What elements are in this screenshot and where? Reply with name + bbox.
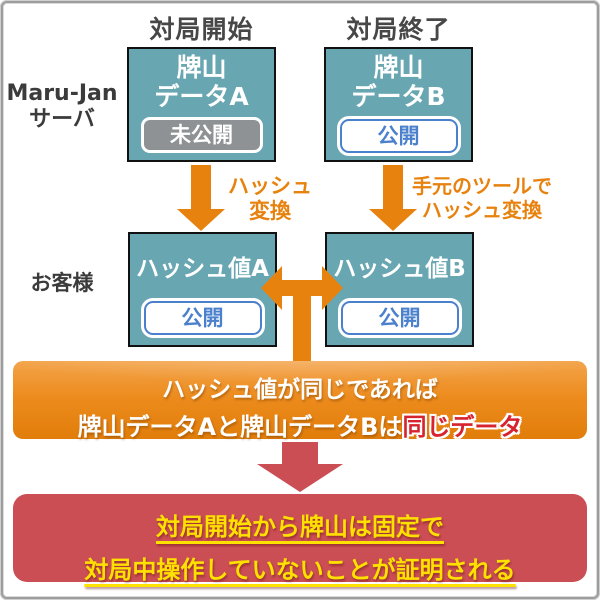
- red-down-arrow-icon: [257, 442, 343, 492]
- customer-row-label: お客様: [30, 271, 94, 295]
- hash-convert-label-right-line2: ハッシュ変換: [422, 198, 542, 222]
- published-badge-hash-b: 公開: [340, 301, 459, 335]
- hash-convert-label-left: ハッシュ 変換: [222, 174, 318, 224]
- server-label-line1: Maru-Jan: [6, 81, 118, 106]
- conclusion-line2-prefix: 牌山データAと牌山データBは: [77, 413, 403, 441]
- hash-convert-label-right-line1: 手元のツールで: [412, 174, 552, 198]
- data-box-a-title-line2: データA: [154, 81, 249, 111]
- proof-banner: 対局開始から牌山は固定で 対局中操作していないことが証明される: [13, 494, 587, 584]
- hash-convert-label-left-line2: 変換: [249, 199, 291, 224]
- data-box-b-title: 牌山 データB: [326, 53, 471, 111]
- proof-line1: 対局開始から牌山は固定で: [156, 513, 444, 541]
- conclusion-highlight: 同じデータ: [402, 413, 523, 441]
- conclusion-banner: ハッシュ値が同じであれば 牌山データAと牌山データBは同じデータ: [13, 361, 587, 442]
- server-label-line2: サーバ: [29, 106, 95, 132]
- server-row-label: Maru-Jan サーバ: [6, 81, 118, 133]
- data-box-b-title-line1: 牌山: [373, 53, 424, 82]
- proof-line2: 対局中操作していないことが証明される: [84, 556, 516, 584]
- data-box-a: 牌山 データA 未公開: [127, 47, 276, 162]
- published-badge-data-b: 公開: [339, 119, 458, 153]
- hash-convert-label-right: 手元のツールで ハッシュ変換: [408, 174, 556, 222]
- hash-box-a-title: ハッシュ値A: [136, 256, 269, 282]
- hash-box-a: ハッシュ値A 公開: [128, 232, 277, 347]
- published-badge-hash-a: 公開: [143, 301, 262, 335]
- data-box-b-title-line2: データB: [351, 81, 446, 111]
- hash-convert-label-left-line1: ハッシュ: [228, 174, 312, 198]
- hash-convert-arrow-left-icon: [177, 165, 225, 231]
- compare-connector-icon: [261, 266, 343, 362]
- column-header-game-end: 対局終了: [346, 15, 451, 44]
- data-box-a-title: 牌山 データA: [129, 53, 274, 111]
- conclusion-line1: ハッシュ値が同じであれば: [162, 377, 438, 403]
- hash-convert-arrow-right-icon: [369, 165, 417, 231]
- data-box-a-title-line1: 牌山: [176, 53, 227, 82]
- data-box-b: 牌山 データB 公開: [324, 47, 473, 162]
- hash-box-b: ハッシュ値B 公開: [325, 232, 474, 347]
- column-header-game-start: 対局開始: [149, 15, 254, 44]
- conclusion-line2: 牌山データAと牌山データBは同じデータ: [13, 407, 587, 442]
- unpublished-badge: 未公開: [140, 117, 263, 153]
- hash-box-b-title: ハッシュ値B: [333, 256, 466, 282]
